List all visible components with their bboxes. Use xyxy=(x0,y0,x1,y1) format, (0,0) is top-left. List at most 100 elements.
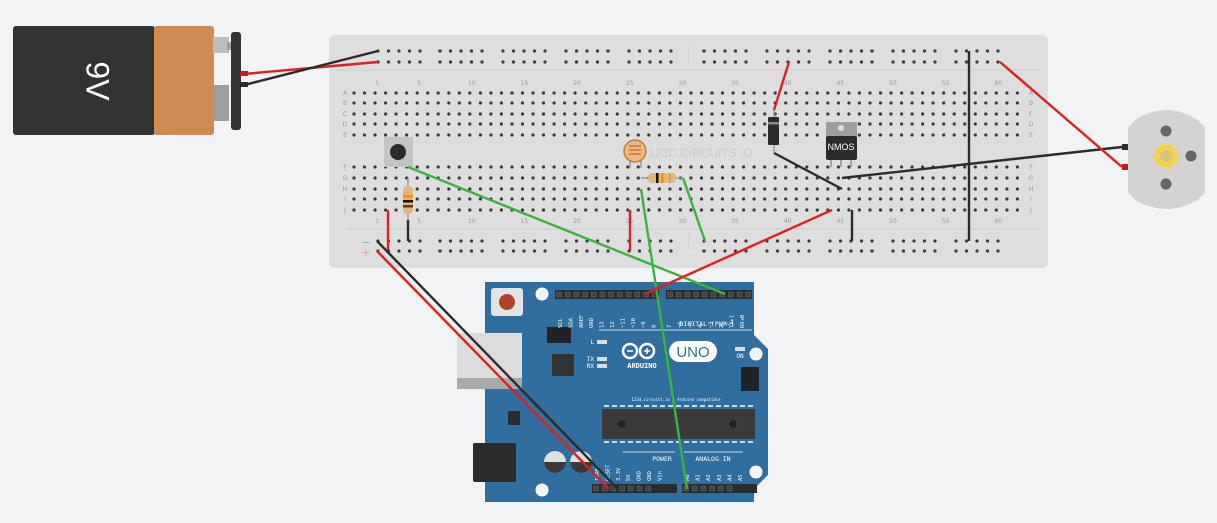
breadboard-hole[interactable] xyxy=(752,112,756,116)
breadboard-hole[interactable] xyxy=(720,165,725,169)
breadboard-hole[interactable] xyxy=(784,91,788,95)
breadboard-hole[interactable] xyxy=(478,197,482,201)
breadboard-hole[interactable] xyxy=(501,249,505,253)
breadboard-hole[interactable] xyxy=(1005,112,1009,116)
breadboard-hole[interactable] xyxy=(626,101,630,105)
breadboard-hole[interactable] xyxy=(447,197,451,201)
breadboard-hole[interactable] xyxy=(478,208,482,212)
breadboard-hole[interactable] xyxy=(678,122,683,126)
breadboard-hole[interactable] xyxy=(889,101,893,105)
wire-nmos-to-motor[interactable] xyxy=(841,145,1123,180)
breadboard-hole[interactable] xyxy=(807,249,811,253)
breadboard-hole[interactable] xyxy=(720,91,725,95)
breadboard-hole[interactable] xyxy=(689,122,693,126)
breadboard-hole[interactable] xyxy=(891,249,895,253)
breadboard-hole[interactable] xyxy=(552,165,556,169)
header-socket[interactable] xyxy=(745,291,752,298)
breadboard-hole[interactable] xyxy=(994,112,998,116)
digital-header-high[interactable] xyxy=(555,290,659,299)
header-socket[interactable] xyxy=(684,291,691,298)
breadboard-hole[interactable] xyxy=(794,187,798,191)
breadboard-hole[interactable] xyxy=(933,60,937,64)
breadboard-hole[interactable] xyxy=(984,176,988,180)
breadboard-hole[interactable] xyxy=(859,249,864,253)
breadboard-hole[interactable] xyxy=(615,112,619,116)
breadboard-hole[interactable] xyxy=(418,239,422,243)
breadboard-hole[interactable] xyxy=(773,197,777,201)
breadboard-hole[interactable] xyxy=(605,122,609,126)
breadboard-hole[interactable] xyxy=(794,101,798,105)
breadboard-hole[interactable] xyxy=(828,249,832,253)
breadboard-hole[interactable] xyxy=(594,165,598,169)
breadboard-hole[interactable] xyxy=(478,112,482,116)
breadboard-hole[interactable] xyxy=(984,101,988,105)
breadboard-hole[interactable] xyxy=(720,197,725,201)
breadboard-hole[interactable] xyxy=(594,91,598,95)
breadboard-hole[interactable] xyxy=(1015,208,1020,212)
breadboard-hole[interactable] xyxy=(868,187,872,191)
breadboard-hole[interactable] xyxy=(668,165,672,169)
breadboard-hole[interactable] xyxy=(436,208,440,212)
breadboard-hole[interactable] xyxy=(942,122,946,126)
breadboard-hole[interactable] xyxy=(994,91,998,95)
breadboard-hole[interactable] xyxy=(954,60,958,64)
breadboard-hole[interactable] xyxy=(489,122,493,126)
breadboard-hole[interactable] xyxy=(573,112,577,116)
breadboard-hole[interactable] xyxy=(362,197,367,201)
breadboard-hole[interactable] xyxy=(531,165,535,169)
breadboard-hole[interactable] xyxy=(352,112,356,116)
breadboard-hole[interactable] xyxy=(499,91,503,95)
breadboard-hole[interactable] xyxy=(531,197,535,201)
breadboard-hole[interactable] xyxy=(805,197,809,201)
breadboard-hole[interactable] xyxy=(901,249,906,253)
breadboard-hole[interactable] xyxy=(573,165,577,169)
breadboard-hole[interactable] xyxy=(815,165,819,169)
breadboard-hole[interactable] xyxy=(436,197,440,201)
breadboard-hole[interactable] xyxy=(975,49,979,53)
breadboard-hole[interactable] xyxy=(838,239,843,243)
breadboard-hole[interactable] xyxy=(849,60,853,64)
breadboard-hole[interactable] xyxy=(710,187,714,191)
breadboard-hole[interactable] xyxy=(531,122,535,126)
breadboard-hole[interactable] xyxy=(457,133,461,137)
breadboard-hole[interactable] xyxy=(984,187,988,191)
breadboard-hole[interactable] xyxy=(752,101,756,105)
breadboard-hole[interactable] xyxy=(520,176,525,180)
breadboard-hole[interactable] xyxy=(636,208,640,212)
breadboard-hole[interactable] xyxy=(362,101,367,105)
breadboard-hole[interactable] xyxy=(868,91,872,95)
breadboard-hole[interactable] xyxy=(889,187,893,191)
breadboard-hole[interactable] xyxy=(973,101,977,105)
breadboard-hole[interactable] xyxy=(763,112,767,116)
breadboard-hole[interactable] xyxy=(362,112,367,116)
breadboard-hole[interactable] xyxy=(647,101,651,105)
breadboard-hole[interactable] xyxy=(448,249,453,253)
breadboard-hole[interactable] xyxy=(552,122,556,126)
breadboard-hole[interactable] xyxy=(933,249,937,253)
breadboard-hole[interactable] xyxy=(415,165,419,169)
breadboard-hole[interactable] xyxy=(480,49,484,53)
breadboard-hole[interactable] xyxy=(878,91,883,95)
breadboard-hole[interactable] xyxy=(710,197,714,201)
breadboard-hole[interactable] xyxy=(964,49,969,53)
breadboard-hole[interactable] xyxy=(563,133,567,137)
breadboard-hole[interactable] xyxy=(794,122,798,126)
breadboard-hole[interactable] xyxy=(648,60,652,64)
breadboard-hole[interactable] xyxy=(552,112,556,116)
breadboard-hole[interactable] xyxy=(373,133,377,137)
breadboard-hole[interactable] xyxy=(415,187,419,191)
breadboard-hole[interactable] xyxy=(573,187,577,191)
breadboard-hole[interactable] xyxy=(394,101,398,105)
breadboard-hole[interactable] xyxy=(397,239,401,243)
breadboard-hole[interactable] xyxy=(415,122,419,126)
header-socket[interactable] xyxy=(691,485,698,492)
breadboard-hole[interactable] xyxy=(952,187,956,191)
breadboard-hole[interactable] xyxy=(520,187,525,191)
breadboard-hole[interactable] xyxy=(1015,176,1020,180)
breadboard-hole[interactable] xyxy=(733,60,738,64)
breadboard-hole[interactable] xyxy=(1015,133,1020,137)
breadboard-hole[interactable] xyxy=(564,60,568,64)
breadboard-hole[interactable] xyxy=(469,49,474,53)
breadboard-hole[interactable] xyxy=(415,208,419,212)
